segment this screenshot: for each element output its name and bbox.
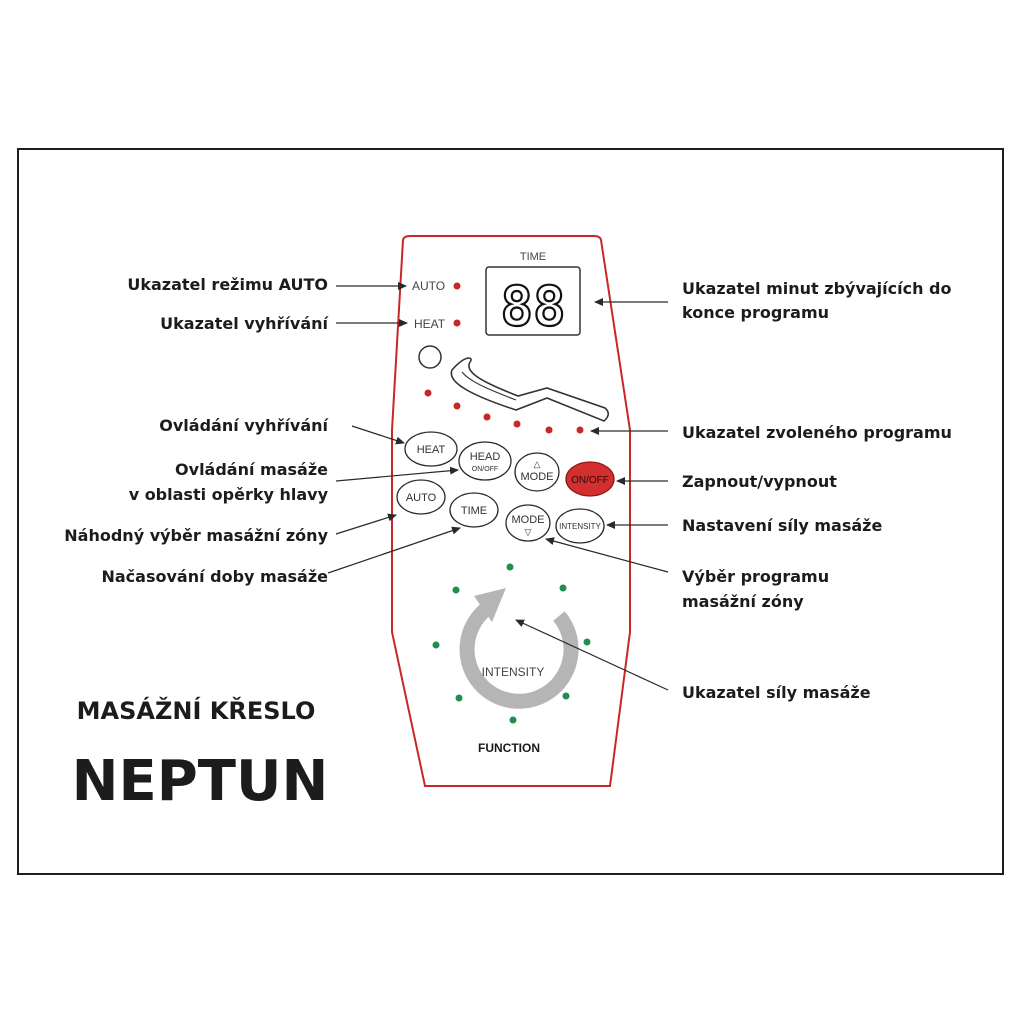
intensity-led (562, 692, 570, 700)
time-display-digits: 88 (500, 275, 565, 338)
reclined-body-icon (450, 357, 610, 422)
head-button-sublabel: ON/OFF (472, 466, 498, 473)
product-subtitle: MASÁŽNÍ KŘESLO (77, 696, 316, 725)
intensity-leds (432, 563, 591, 724)
intensity-dial-label: INTENSITY (482, 665, 545, 679)
time-button-label: TIME (461, 505, 487, 517)
time-label: TIME (520, 251, 546, 263)
heat-indicator-led (453, 319, 461, 327)
program-led (545, 426, 553, 434)
product-name: NEPTUN (72, 749, 329, 814)
callout-heat-control: Ovládání vyhřívání (159, 416, 329, 435)
mode-down-button[interactable]: MODE ▽ (505, 504, 551, 542)
intensity-led (506, 563, 514, 571)
program-led (483, 413, 491, 421)
heat-button-label: HEAT (417, 444, 446, 456)
mode-up-button-label: MODE (521, 471, 554, 483)
program-led (453, 402, 461, 410)
mode-down-button-label: MODE (512, 514, 545, 526)
callout-minutes-line1: Ukazatel minut zbývajících do (682, 279, 952, 298)
callout-head-control-line1: Ovládání masáže (175, 460, 328, 479)
callout-random-zone: Náhodný výběr masážní zóny (64, 526, 328, 545)
head-icon (418, 345, 442, 369)
intensity-led (432, 641, 440, 649)
power-button-label: ON/OFF (571, 475, 609, 486)
time-display (485, 266, 581, 336)
function-label: FUNCTION (478, 741, 540, 755)
intensity-button-label: INTENSITY (559, 522, 601, 531)
intensity-led (559, 584, 567, 592)
mode-down-arrow-icon: ▽ (525, 527, 532, 537)
head-button-label: HEAD (470, 451, 501, 463)
program-led (513, 420, 521, 428)
callout-timer: Načasování doby masáže (101, 567, 328, 586)
program-led (424, 389, 432, 397)
callout-auto-indicator: Ukazatel režimu AUTO (127, 275, 328, 294)
auto-button[interactable]: AUTO (396, 479, 446, 515)
callout-intensity-indicator: Ukazatel síly masáže (682, 683, 871, 702)
callout-program-select-line1: Výběr programu (682, 567, 829, 586)
power-button[interactable]: ON/OFF (565, 461, 615, 497)
auto-button-label: AUTO (406, 492, 437, 504)
heat-indicator-label: HEAT (414, 317, 446, 331)
auto-indicator-label: AUTO (412, 279, 445, 293)
auto-indicator-led (453, 282, 461, 290)
mode-up-button[interactable]: △ MODE (514, 452, 560, 492)
callout-program-indicator: Ukazatel zvoleného programu (682, 423, 952, 442)
time-button[interactable]: TIME (449, 492, 499, 528)
callout-intensity-set: Nastavení síly masáže (682, 516, 882, 535)
callout-power: Zapnout/vypnout (682, 472, 837, 491)
callout-minutes-line2: konce programu (682, 303, 829, 322)
callout-heat-indicator: Ukazatel vyhřívání (160, 314, 329, 333)
intensity-led (452, 586, 460, 594)
callout-program-select-line2: masážní zóny (682, 592, 804, 611)
mode-up-arrow-icon: △ (534, 459, 541, 469)
intensity-led (455, 694, 463, 702)
intensity-led (509, 716, 517, 724)
intensity-circular-arrow-icon (459, 588, 579, 709)
program-led (576, 426, 584, 434)
intensity-led (583, 638, 591, 646)
heat-button[interactable]: HEAT (404, 431, 458, 467)
program-indicator-leds (424, 389, 584, 434)
head-onoff-button[interactable]: HEAD ON/OFF (458, 441, 512, 481)
intensity-button[interactable]: INTENSITY (555, 508, 605, 544)
callout-head-control-line2: v oblasti opěrky hlavy (129, 485, 329, 504)
